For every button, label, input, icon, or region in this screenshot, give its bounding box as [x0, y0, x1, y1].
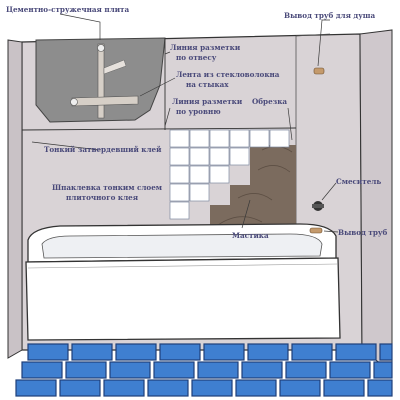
label-cement-board: Цементно-стружечная плита — [6, 5, 129, 14]
wall-tile — [209, 147, 230, 166]
floor-tile — [147, 379, 189, 397]
right-side-wall — [359, 29, 393, 373]
wall-tile — [169, 129, 190, 148]
label-fiberglass-tape-1: Лента из стекловолокна — [176, 70, 280, 79]
floor-tile — [159, 343, 201, 361]
label-putty-2: плиточного клея — [66, 193, 139, 202]
label-plumb-line-2: по отвесу — [176, 53, 217, 62]
floor-tile — [323, 379, 365, 397]
floor-tile — [335, 343, 377, 361]
wall-tile — [229, 147, 250, 166]
label-mixer: Смеситель — [336, 177, 381, 186]
bathtub-front — [25, 257, 341, 341]
shower-pipe-outlet — [313, 67, 325, 75]
floor-tile — [235, 379, 277, 397]
floor-tile — [103, 379, 145, 397]
wall-tile — [209, 129, 230, 148]
label-putty-1: Шпаклевка тонким слоем — [52, 183, 162, 192]
label-trim: Обрезка — [252, 97, 287, 106]
left-side-wall — [7, 39, 23, 359]
floor-tile — [203, 343, 245, 361]
label-thin-adhesive: Тонкий затвердевший клей — [44, 145, 162, 154]
floor-tiles — [15, 343, 393, 397]
floor-tile — [329, 361, 371, 379]
floor-tile — [285, 361, 327, 379]
floor-tile — [21, 361, 63, 379]
floor-tile — [379, 343, 393, 361]
wall-tile — [209, 165, 230, 184]
pipe-vertical — [97, 43, 105, 119]
floor-tile — [291, 343, 333, 361]
label-pipe-outlet: Вывод труб — [338, 228, 387, 237]
pipe-horizontal — [71, 95, 139, 107]
floor-tile — [279, 379, 321, 397]
label-fiberglass-tape-2: на стыках — [186, 80, 229, 89]
wall-tile — [229, 129, 250, 148]
floor-tile — [71, 343, 113, 361]
wall-tile — [169, 147, 190, 166]
label-level-line-2: по уровню — [176, 107, 221, 116]
mixer-icon — [312, 201, 324, 211]
wall-tile — [189, 147, 210, 166]
wall-tile — [269, 129, 290, 148]
wall-tiles — [169, 129, 290, 220]
label-level-line-1: Линия разметки — [172, 97, 243, 106]
floor-tile — [373, 361, 393, 379]
floor-tile — [197, 361, 239, 379]
label-plumb-line-1: Линия разметки — [170, 43, 241, 52]
floor-tile — [65, 361, 107, 379]
bathtub-basin — [41, 233, 323, 259]
floor-tile — [153, 361, 195, 379]
wall-tile — [189, 129, 210, 148]
wall-tile — [189, 183, 210, 202]
wall-tile — [169, 201, 190, 220]
label-shower-outlet: Вывод труб для душа — [284, 11, 376, 20]
floor-tile — [191, 379, 233, 397]
floor-tile — [27, 343, 69, 361]
level-line — [21, 127, 297, 131]
floor-tile — [15, 379, 57, 397]
wall-tile — [249, 129, 270, 148]
floor-tile — [59, 379, 101, 397]
label-mastic: Мастика — [232, 231, 269, 240]
floor-tile — [241, 361, 283, 379]
wall-tile — [169, 183, 190, 202]
floor-tile — [109, 361, 151, 379]
floor-tile — [247, 343, 289, 361]
floor-tile — [367, 379, 393, 397]
floor-tile — [115, 343, 157, 361]
wall-tile — [169, 165, 190, 184]
wall-tile — [189, 165, 210, 184]
pipe-outlet — [309, 227, 323, 234]
